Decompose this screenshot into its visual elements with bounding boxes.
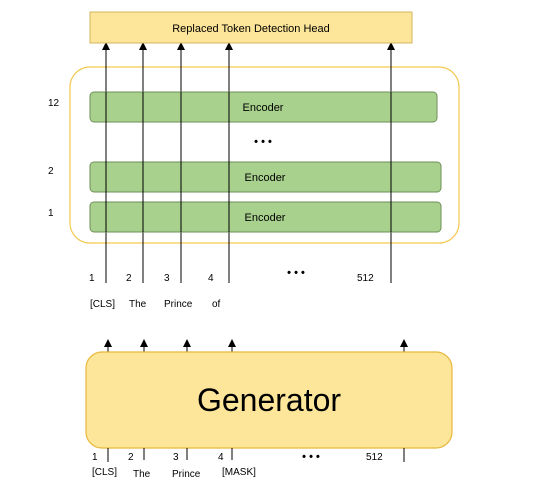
generator-box xyxy=(85,351,453,449)
disc-position-2: 2 xyxy=(126,273,132,284)
generator-output-arrows xyxy=(104,339,408,352)
encoder-block-1 xyxy=(89,201,442,233)
gen-position-3: 3 xyxy=(173,452,179,463)
layer-number-12: 12 xyxy=(48,98,60,109)
disc-position-ellipsis: • • • xyxy=(287,267,305,279)
disc-token-prince: Prince xyxy=(164,299,193,310)
disc-position-512: 512 xyxy=(357,273,374,284)
gen-token-mask: [MASK] xyxy=(222,467,256,478)
disc-token-cls: [CLS] xyxy=(90,299,115,310)
disc-position-3: 3 xyxy=(164,273,170,284)
disc-position-1: 1 xyxy=(89,273,95,284)
generator-label: Generator xyxy=(197,382,341,418)
discriminator-container xyxy=(69,66,460,244)
layer-number-1: 1 xyxy=(48,208,54,219)
gen-token-prince: Prince xyxy=(172,469,201,480)
disc-token-the: The xyxy=(129,299,147,310)
gen-token-the: The xyxy=(133,469,151,480)
detection-head-box xyxy=(89,11,413,44)
gen-position-1: 1 xyxy=(92,452,98,463)
gen-position-2: 2 xyxy=(128,452,134,463)
disc-token-of: of xyxy=(212,299,221,310)
encoder-block-1-label: Encoder xyxy=(245,212,286,224)
detection-head-label: Replaced Token Detection Head xyxy=(172,23,330,35)
gen-token-cls: [CLS] xyxy=(92,467,117,478)
generator-input-lines xyxy=(107,448,405,462)
gen-position-512: 512 xyxy=(366,452,383,463)
layer-number-2: 2 xyxy=(48,166,54,177)
encoder-gap-ellipsis: • • • xyxy=(254,136,272,148)
encoder-block-2-label: Encoder xyxy=(245,172,286,184)
gen-position-ellipsis: • • • xyxy=(302,451,320,463)
disc-position-4: 4 xyxy=(208,273,214,284)
gen-position-4: 4 xyxy=(218,452,224,463)
encoder-block-12-label: Encoder xyxy=(243,102,284,114)
discriminator-token-lines-overlay xyxy=(105,92,392,232)
encoder-block-2 xyxy=(89,161,442,193)
encoder-block-12 xyxy=(89,91,438,123)
